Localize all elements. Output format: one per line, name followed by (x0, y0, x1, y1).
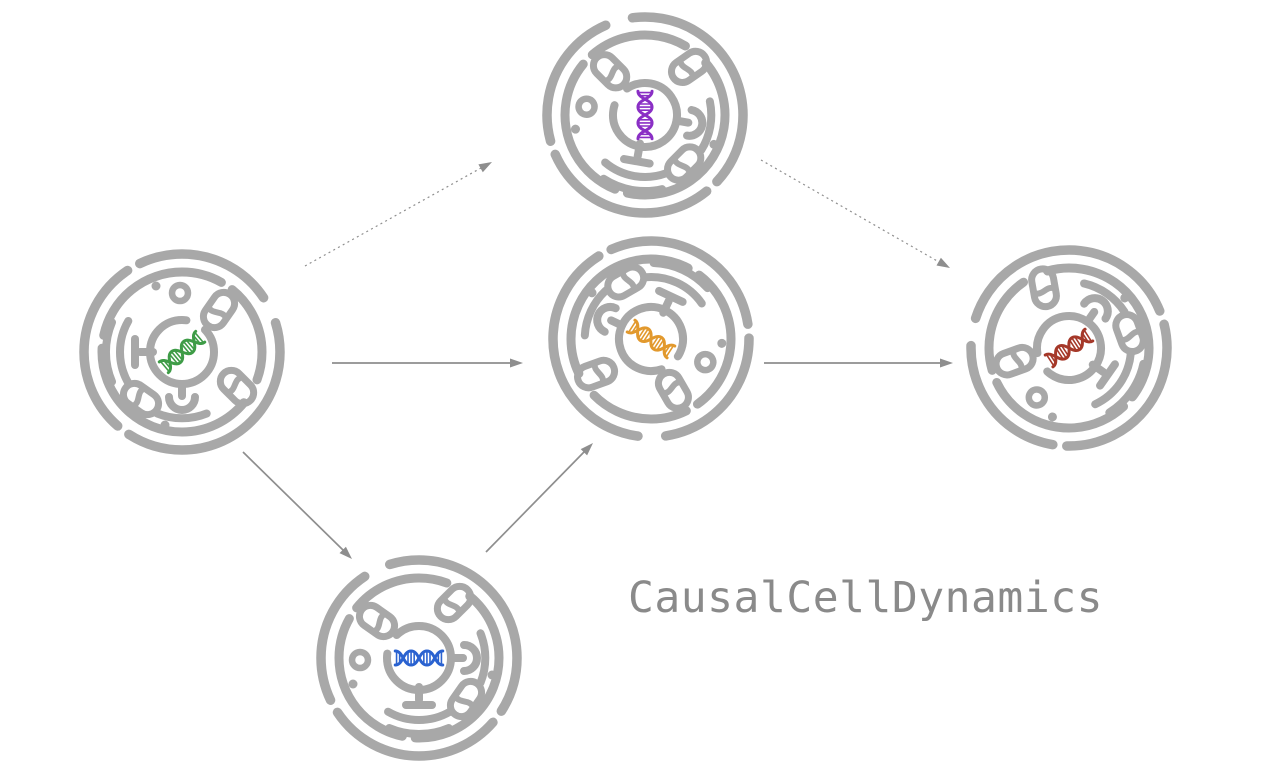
dna-helix-icon (393, 649, 445, 667)
diagram-title: CausalCellDynamics (628, 573, 1103, 623)
cell-node-green (77, 247, 287, 457)
edge-green-to-orange (332, 358, 523, 368)
edge-green-to-purple (304, 162, 492, 267)
cell-node-red (964, 243, 1174, 453)
edge-green-to-blue (242, 451, 352, 559)
cell-node-orange (546, 234, 756, 444)
cell-node-purple (540, 10, 750, 220)
edge-line (242, 451, 344, 551)
arrowhead (936, 257, 950, 268)
dna-helix-icon (636, 89, 654, 141)
dna-helix-icon (625, 318, 677, 360)
edge-line (760, 159, 940, 263)
arrowhead (478, 162, 492, 173)
arrowhead (510, 358, 523, 368)
dna-helix-icon (157, 329, 207, 375)
edge-orange-to-red (764, 358, 953, 368)
arrowhead (580, 443, 593, 456)
edge-purple-to-red (760, 159, 950, 268)
arrowhead (940, 358, 953, 368)
edge-line (485, 451, 585, 553)
arrowhead (339, 546, 352, 559)
cell-node-blue (314, 553, 524, 763)
edge-blue-to-orange (485, 443, 593, 553)
edge-line (304, 167, 482, 267)
dna-helix-icon (1043, 327, 1095, 369)
